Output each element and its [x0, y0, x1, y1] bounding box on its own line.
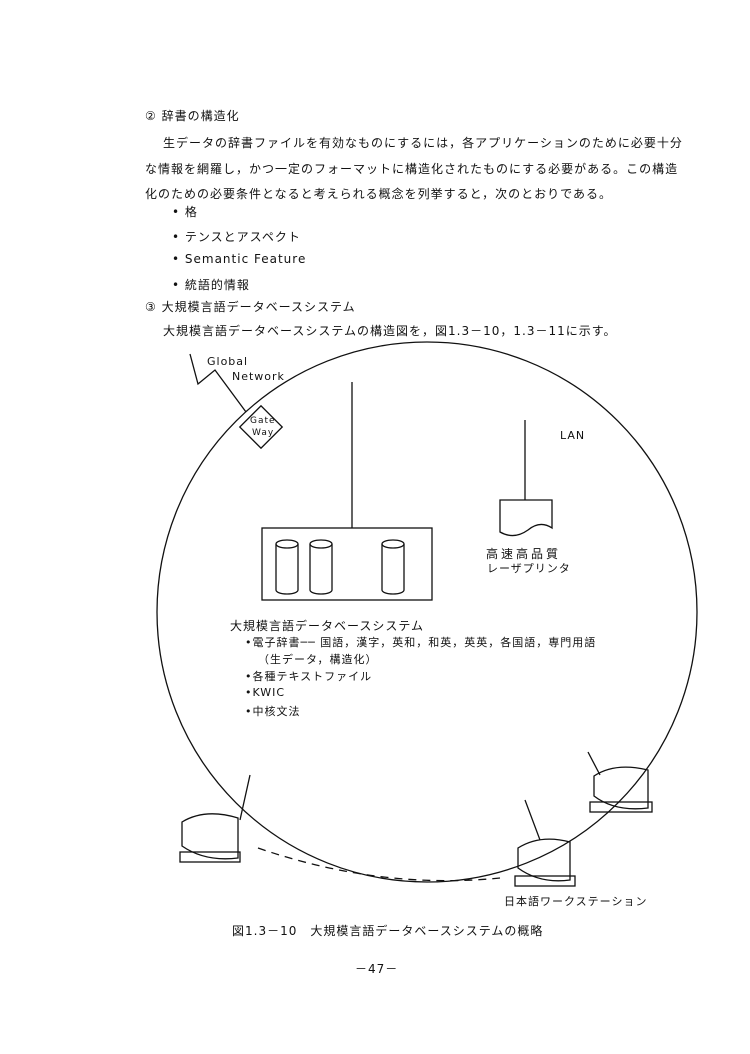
- bullet-item: • Semantic Feature: [172, 252, 307, 266]
- disk-icon: [381, 539, 405, 595]
- workstation-label: 日本語ワークステーション: [504, 895, 648, 908]
- database-server-icon: [261, 527, 433, 601]
- workstation-icon: [179, 813, 241, 863]
- way-label: Way: [252, 428, 275, 438]
- bullet-item: • 統語的情報: [172, 278, 250, 292]
- paragraph-line: な情報を網羅し，かつ一定のフォーマットに構造化されたものにする必要がある。この構…: [145, 162, 679, 176]
- printer-label-2: レーザプリンタ: [487, 562, 571, 575]
- gate-label: Gate: [250, 416, 276, 426]
- printer-icon: [499, 499, 553, 537]
- db-item: （生データ，構造化）: [258, 653, 378, 666]
- lan-label: LAN: [560, 429, 586, 442]
- db-title: 大規模言語データベースシステム: [230, 619, 425, 633]
- workstation-icon: [514, 838, 576, 887]
- disk-icon: [309, 539, 333, 595]
- page-number: －47－: [355, 962, 399, 976]
- lan-ring: [156, 341, 698, 883]
- global-network-link: [189, 353, 247, 413]
- section-2-heading: ② 辞書の構造化: [145, 109, 240, 123]
- figure-caption: 図1.3－10 大規模言語データベースシステムの概略: [232, 924, 544, 938]
- global-label: Global: [207, 355, 249, 368]
- bullet-item: • テンスとアスペクト: [172, 230, 301, 244]
- paragraph-line: 化のための必要条件となると考えられる概念を列挙すると，次のとおりである。: [145, 187, 613, 201]
- bullet-item: • 格: [172, 205, 198, 219]
- section-3-heading: ③ 大規模言語データベースシステム: [145, 300, 356, 314]
- paragraph-line: 生データの辞書ファイルを有効なものにするには，各アプリケーションのために必要十分: [163, 136, 683, 150]
- workstation-icon: [589, 766, 653, 813]
- db-item: •各種テキストファイル: [245, 670, 373, 683]
- gateway-icon: [238, 404, 284, 450]
- db-item: •KWIC: [245, 686, 286, 699]
- db-item: •中核文法: [245, 705, 301, 718]
- paragraph-line: 大規模言語データベースシステムの構造図を，図1.3－10，1.3－11に示す。: [163, 324, 617, 338]
- printer-label-1: 高速高品質: [486, 547, 562, 561]
- db-item: •電子辞書── 国語，漢字，英和，和英，英英，各国語，専門用語: [245, 636, 597, 649]
- disk-icon: [275, 539, 299, 595]
- network-label: Network: [232, 370, 285, 383]
